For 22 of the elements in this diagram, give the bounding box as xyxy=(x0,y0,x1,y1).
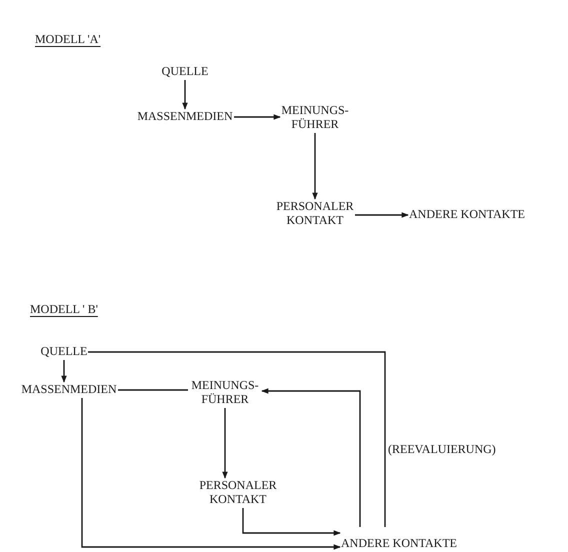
node-label: MEINUNGS- FÜHRER xyxy=(280,103,350,133)
node-label: ANDERE KONTAKTE xyxy=(340,527,458,551)
node-label: MASSENMEDIEN xyxy=(136,109,234,125)
arrow xyxy=(222,408,228,479)
arrow xyxy=(242,508,341,536)
arrow xyxy=(234,114,281,120)
arrow xyxy=(182,80,188,110)
arrow xyxy=(61,360,67,383)
annotation-text: (REEVALUIERUNG) xyxy=(388,442,496,457)
node-label: MEINUNGS- FÜHRER xyxy=(188,378,262,408)
arrow xyxy=(312,133,318,200)
arrow xyxy=(81,398,341,550)
node-label: PERSONALER KONTAKT xyxy=(275,199,355,229)
node-label: PERSONALER KONTAKT xyxy=(198,478,278,508)
node-label: ANDERE KONTAKTE xyxy=(408,207,526,223)
arrow xyxy=(261,388,361,527)
node-label: QUELLE xyxy=(161,64,209,80)
arrow xyxy=(355,212,409,218)
heading: MODELL 'A' xyxy=(35,32,101,47)
node-label: MASSENMEDIEN xyxy=(20,382,118,398)
node-label: QUELLE xyxy=(40,344,88,360)
heading: MODELL ' B' xyxy=(30,302,98,317)
